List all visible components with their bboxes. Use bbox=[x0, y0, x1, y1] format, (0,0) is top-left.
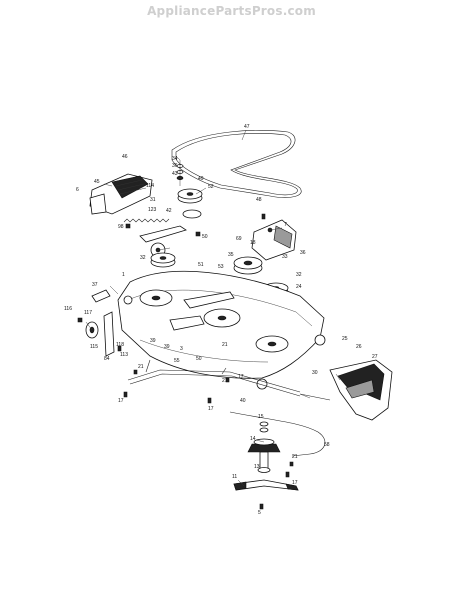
deflector-rod[interactable] bbox=[229, 411, 326, 457]
callout-49: 49 bbox=[198, 176, 204, 182]
callout-26: 26 bbox=[356, 344, 362, 350]
callout-21b: 21 bbox=[138, 364, 144, 370]
callout-117: 117 bbox=[84, 310, 92, 316]
callout-17d: 17 bbox=[292, 480, 298, 486]
spindle-pulley-center[interactable] bbox=[233, 256, 263, 275]
callout-55: 55 bbox=[174, 358, 180, 364]
drive-belt[interactable] bbox=[171, 130, 302, 198]
callout-labels: 47 46 34 36 43 49 52 45 114 6 31 123 42 … bbox=[64, 124, 378, 516]
callout-1: 1 bbox=[122, 272, 125, 278]
callout-35: 35 bbox=[228, 252, 234, 258]
callout-58: 58 bbox=[324, 442, 330, 448]
callout-40: 40 bbox=[240, 398, 246, 404]
mower-blade[interactable] bbox=[233, 479, 299, 491]
blade-spindle-assembly[interactable] bbox=[247, 421, 281, 473]
tension-spring[interactable] bbox=[123, 218, 170, 223]
callout-115: 115 bbox=[90, 344, 98, 350]
bolt-hardware bbox=[77, 213, 294, 510]
callout-39a: 39 bbox=[150, 338, 156, 344]
callout-18: 18 bbox=[250, 240, 256, 246]
callout-39b: 39 bbox=[164, 344, 170, 350]
callout-46: 46 bbox=[122, 154, 128, 160]
callout-36b: 36 bbox=[300, 250, 306, 256]
callout-6: 6 bbox=[76, 187, 79, 193]
callout-84: 84 bbox=[104, 356, 110, 362]
callout-24: 24 bbox=[296, 284, 302, 290]
callout-98: 98 bbox=[118, 224, 124, 230]
callout-43: 43 bbox=[172, 171, 178, 177]
callout-48: 48 bbox=[256, 197, 262, 203]
callout-5: 5 bbox=[258, 510, 261, 516]
callout-33: 33 bbox=[282, 254, 288, 260]
callout-37: 37 bbox=[92, 282, 98, 288]
callout-50b: 50 bbox=[196, 356, 202, 362]
callout-52: 52 bbox=[208, 184, 214, 190]
callout-113: 113 bbox=[120, 352, 128, 358]
callout-32b: 32 bbox=[296, 272, 302, 278]
idler-arm[interactable] bbox=[139, 225, 187, 258]
discharge-chute[interactable] bbox=[329, 359, 393, 421]
callout-27: 27 bbox=[372, 354, 378, 360]
callout-15: 15 bbox=[258, 414, 264, 420]
callout-118: 118 bbox=[116, 342, 124, 348]
callout-21a: 21 bbox=[222, 342, 228, 348]
callout-50: 50 bbox=[202, 234, 208, 240]
callout-30: 30 bbox=[312, 370, 318, 376]
callout-42: 42 bbox=[166, 208, 172, 214]
callout-31: 31 bbox=[150, 197, 156, 203]
callout-17b: 17 bbox=[208, 406, 214, 412]
deck-lift-link[interactable] bbox=[127, 359, 331, 401]
callout-123: 123 bbox=[148, 207, 157, 213]
spindle-pulley-left[interactable] bbox=[150, 252, 176, 268]
belt-guard-cover[interactable] bbox=[89, 173, 153, 215]
callout-116: 116 bbox=[64, 306, 72, 312]
callout-17c: 17 bbox=[238, 374, 244, 380]
callout-21c: 21 bbox=[222, 378, 228, 384]
callout-11: 11 bbox=[232, 474, 237, 480]
upper-idler-pulley[interactable] bbox=[177, 188, 203, 219]
callout-7: 7 bbox=[284, 222, 287, 228]
callout-51: 51 bbox=[198, 262, 204, 268]
callout-14: 14 bbox=[250, 436, 256, 442]
callout-45: 45 bbox=[94, 179, 100, 185]
callout-25: 25 bbox=[342, 336, 348, 342]
callout-47: 47 bbox=[244, 124, 250, 130]
watermark-text: AppliancePartsPros.com bbox=[147, 4, 316, 18]
callout-3: 3 bbox=[180, 346, 183, 352]
right-belt-cover[interactable] bbox=[251, 219, 297, 261]
callout-53: 53 bbox=[218, 264, 224, 270]
callout-13: 13 bbox=[254, 464, 260, 470]
mower-deck-housing[interactable] bbox=[117, 270, 326, 390]
callout-36: 36 bbox=[172, 163, 178, 169]
callout-114: 114 bbox=[146, 183, 154, 189]
pulley-hardware bbox=[176, 160, 184, 186]
callout-34: 34 bbox=[172, 156, 178, 162]
callout-leaders bbox=[85, 129, 341, 487]
callout-32a: 32 bbox=[140, 255, 146, 261]
callout-69: 69 bbox=[236, 236, 242, 242]
callout-17a: 17 bbox=[118, 398, 124, 404]
callout-21d: 21 bbox=[292, 454, 298, 460]
